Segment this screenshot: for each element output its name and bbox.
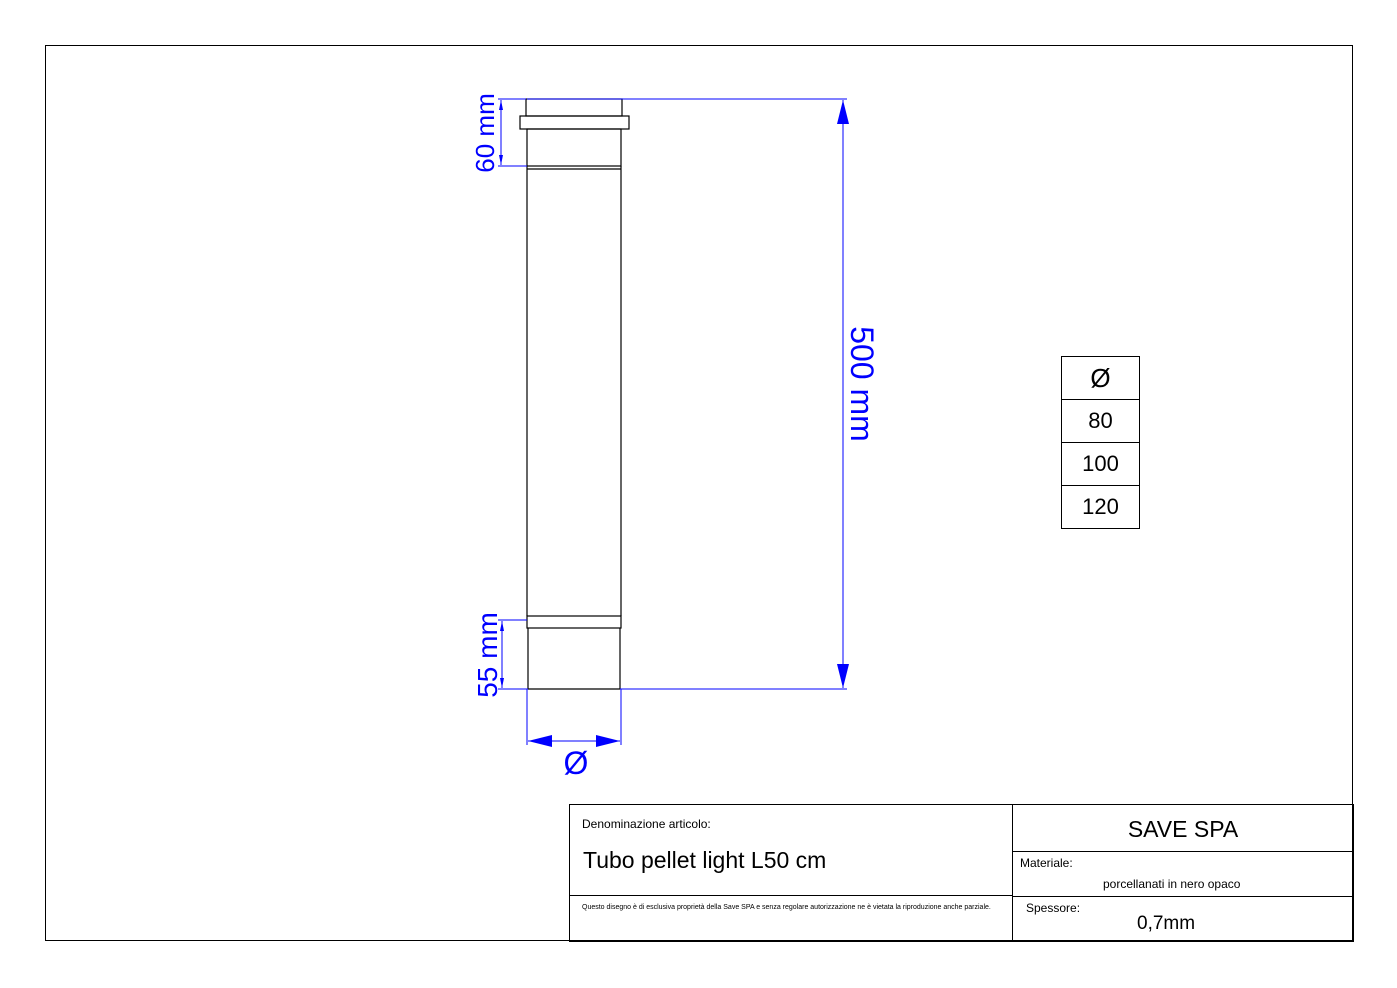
pipe-spigot-band — [526, 615, 622, 629]
dim-top-collar-label: 60 mm — [470, 93, 500, 172]
disclaimer-text: Questo disegno è di esclusiva proprietà … — [582, 904, 991, 911]
pipe-collar-sleeve — [526, 128, 622, 167]
company-name: SAVE SPA — [1013, 805, 1353, 852]
diameter-table: Ø 80 100 120 — [1061, 356, 1140, 529]
disclaimer-cell: Questo disegno è di esclusiva proprietà … — [570, 896, 1013, 941]
drawing-frame — [45, 45, 1353, 941]
diameter-table-header: Ø — [1061, 356, 1140, 400]
pipe-collar-ring — [519, 115, 630, 130]
dim-length-label: 500 mm — [844, 326, 880, 442]
article-name: Tubo pellet light L50 cm — [583, 847, 827, 873]
thickness-label: Spessore: — [1026, 901, 1081, 915]
pipe-body — [519, 98, 630, 690]
diameter-value: 120 — [1061, 485, 1140, 529]
title-block: Denominazione articolo: Tubo pellet ligh… — [569, 804, 1354, 942]
dimension-lines — [498, 98, 849, 747]
diameter-value: 100 — [1061, 442, 1140, 486]
dim-diameter-symbol: Ø — [564, 745, 589, 781]
pipe-top-rim — [525, 98, 623, 117]
thickness-cell: Spessore: 0,7mm — [1013, 897, 1353, 941]
diameter-value: 80 — [1061, 399, 1140, 443]
dim-bottom-spigot-label: 55 mm — [472, 612, 503, 698]
material-value: porcellanati in nero opaco — [1103, 877, 1241, 891]
material-label: Materiale: — [1020, 856, 1073, 870]
material-cell: Materiale: porcellanati in nero opaco — [1013, 852, 1353, 897]
article-cell: Denominazione articolo: Tubo pellet ligh… — [570, 805, 1013, 896]
article-label: Denominazione articolo: — [582, 817, 711, 831]
thickness-value: 0,7mm — [1137, 913, 1196, 934]
